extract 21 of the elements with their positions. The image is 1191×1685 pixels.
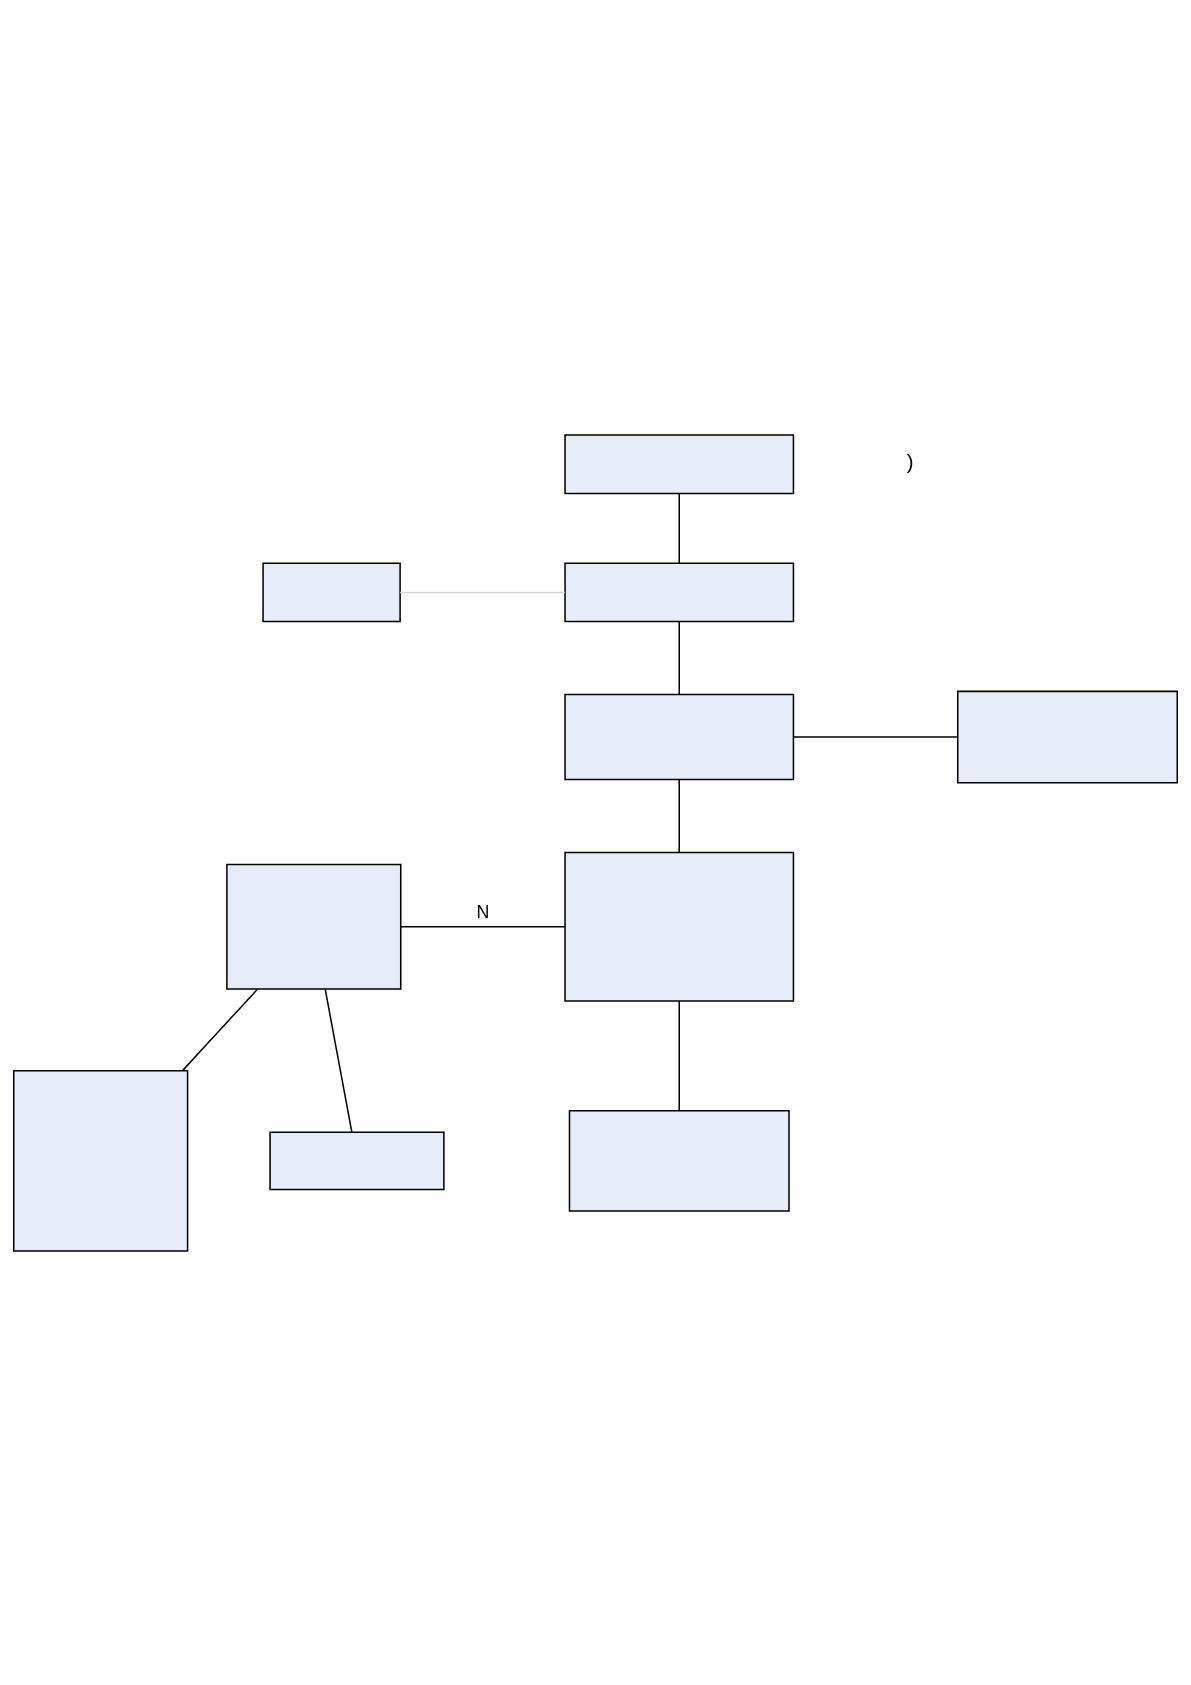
node-box — [226, 863, 402, 990]
connector — [793, 735, 959, 738]
connector — [678, 620, 680, 695]
connector — [678, 778, 680, 853]
node-box — [568, 1109, 790, 1212]
connector — [678, 1000, 680, 1111]
connector — [399, 591, 566, 593]
node-box — [269, 1131, 445, 1190]
edge-label: N — [476, 901, 490, 922]
connector — [678, 492, 680, 564]
node-box — [564, 693, 795, 780]
node-box — [957, 690, 1178, 783]
connector — [182, 988, 258, 1071]
node-box — [564, 561, 795, 622]
connector — [400, 925, 566, 927]
node-box — [13, 1069, 189, 1252]
node-box — [564, 433, 795, 494]
connector — [324, 988, 353, 1133]
node-box — [262, 561, 401, 622]
label: ) — [906, 450, 914, 473]
node-box — [564, 851, 795, 1002]
